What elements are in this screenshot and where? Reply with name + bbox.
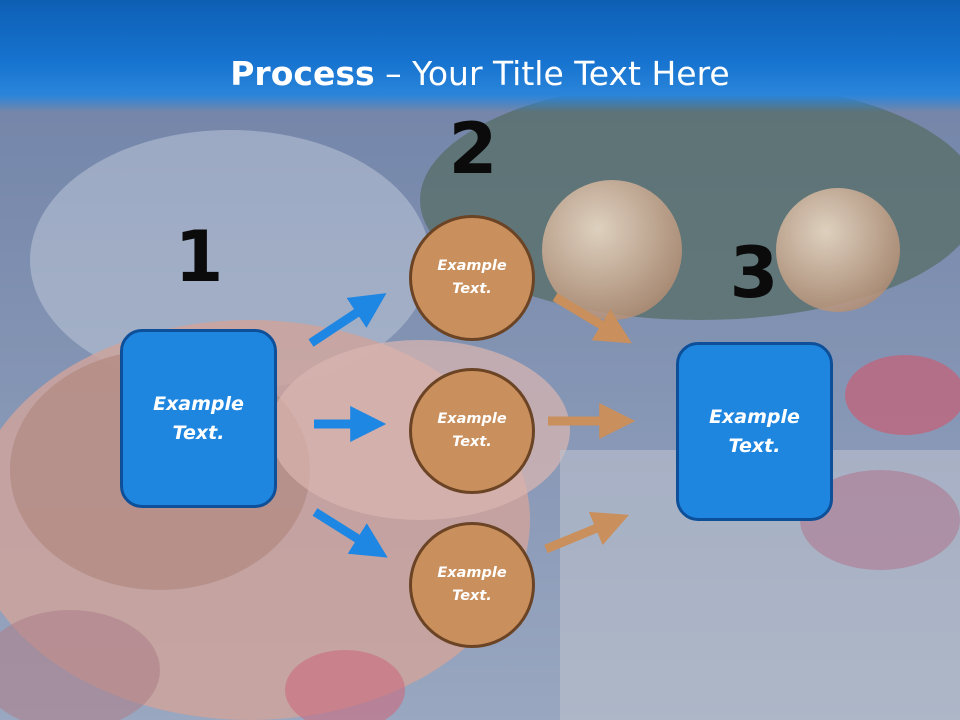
step-number-3[interactable]: 3 [729,232,779,314]
middle-circle-bottom[interactable]: Example Text. [409,522,535,648]
middle-circle-center[interactable]: Example Text. [409,368,535,494]
circle-text: Example Text. [437,258,507,297]
right-step-text: Example Text. [709,405,800,457]
circle-text: Example Text. [437,411,507,450]
step-number-2[interactable]: 2 [448,108,498,190]
middle-circle-top[interactable]: Example Text. [409,215,535,341]
left-step-text: Example Text. [153,392,244,444]
step-number-1[interactable]: 1 [174,216,224,298]
right-step-box[interactable]: Example Text. [676,342,833,521]
title-rest: – Your Title Text Here [374,54,730,93]
circle-text: Example Text. [437,565,507,604]
title-bold: Process [230,54,375,93]
left-step-box[interactable]: Example Text. [120,329,277,508]
title-band [0,0,960,112]
slide-title[interactable]: Process – Your Title Text Here [0,52,960,96]
